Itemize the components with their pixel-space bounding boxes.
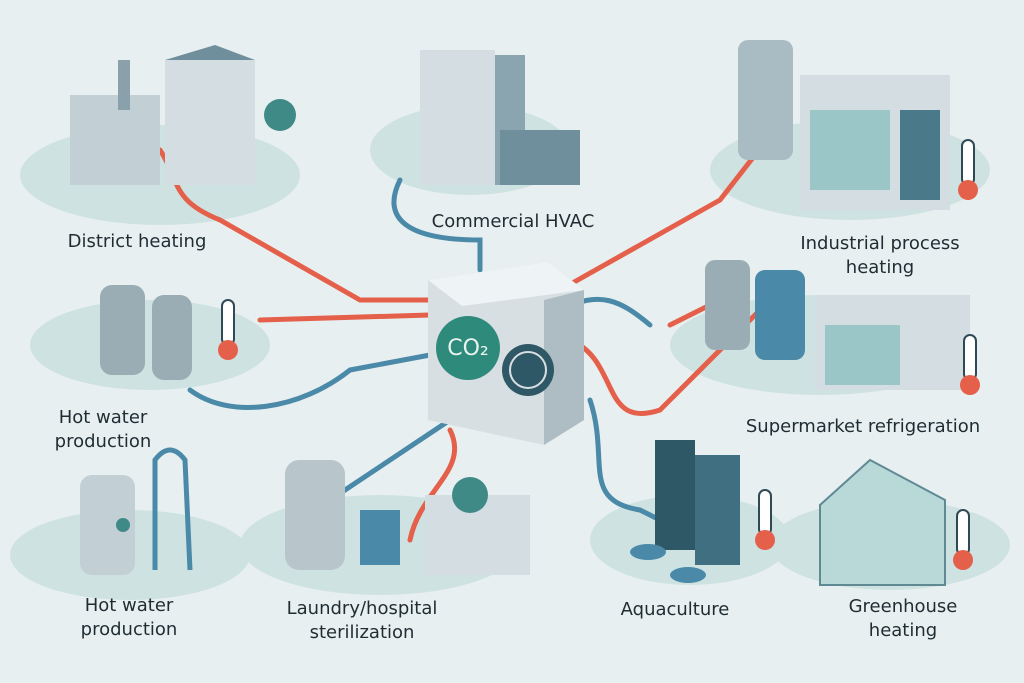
water-heater	[80, 447, 193, 575]
label-aquaculture: Aquaculture	[620, 599, 730, 620]
label-industrial-process-heating: Industrial process heating	[800, 233, 960, 278]
co2-badge: CO₂	[436, 316, 500, 380]
commercial-hvac-building	[420, 50, 580, 185]
label-supermarket-refrigeration: Supermarket refrigeration	[745, 416, 981, 437]
cold-pipe-aquaculture	[587, 397, 663, 523]
cold-pipe-laundry	[327, 417, 453, 503]
laundry-hospital	[285, 460, 530, 575]
label-district-heating: District heating	[67, 231, 207, 252]
co2-heat-pump-unit	[428, 262, 584, 445]
industrial-building	[738, 40, 950, 210]
district-heating-buildings	[70, 45, 296, 185]
hot-water-tanks	[100, 285, 192, 380]
greenhouse	[819, 458, 946, 586]
label-laundry-hospital-sterilization: Laundry/hospital sterilization	[286, 598, 438, 643]
label-hot-water-production: Hot water production	[54, 407, 152, 452]
supermarket-building	[705, 260, 970, 390]
hot-pipe-supermarket	[567, 307, 763, 416]
label-greenhouse-heating: Greenhouse heating	[848, 596, 958, 641]
aquaculture-servers	[630, 440, 740, 583]
hot-pipe-hotwater	[257, 312, 433, 323]
cold-pipe-hvac	[391, 177, 483, 273]
cold-pipe-hotwater	[187, 352, 433, 410]
label-commercial-hvac: Commercial HVAC	[431, 211, 595, 232]
thermometer-icons	[218, 139, 980, 570]
label-hot-water-production-2: Hot water production	[80, 595, 178, 640]
